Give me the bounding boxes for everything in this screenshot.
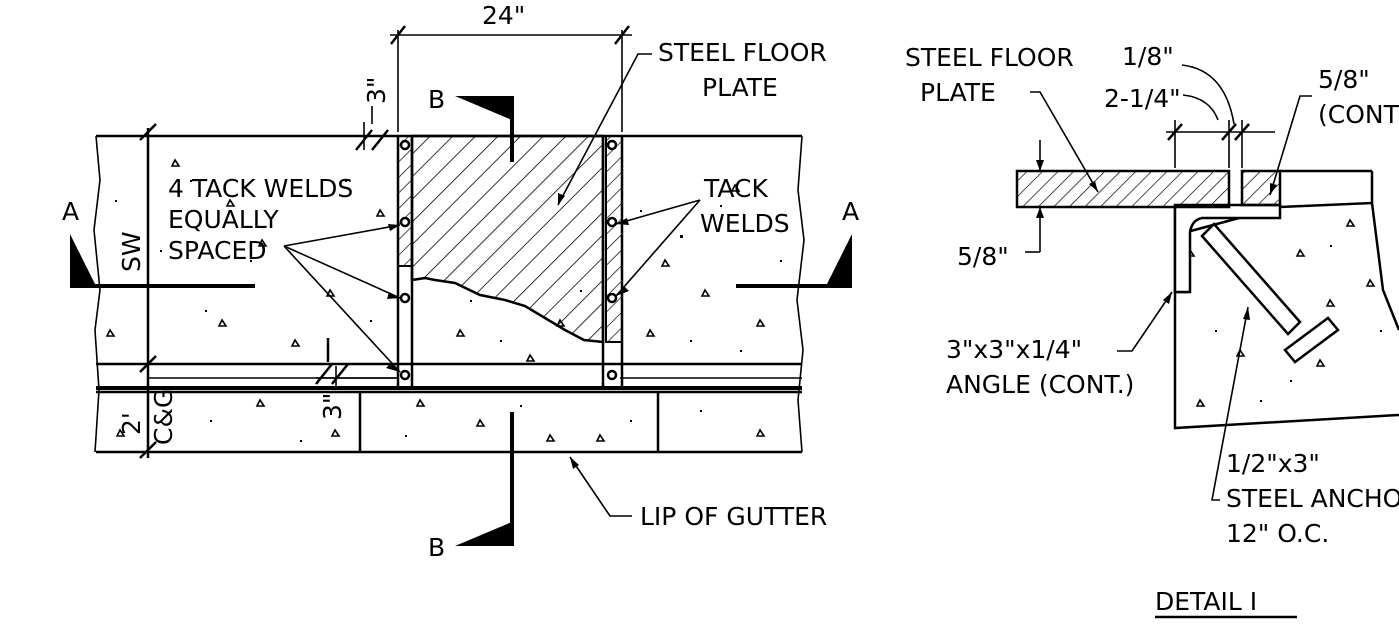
detail-anchor-line-2: STEEL ANCHO [1226, 484, 1399, 513]
top-gap-label: 3" [362, 77, 391, 104]
detail-anchor-line-3: 12" O.C. [1226, 519, 1329, 548]
tack-left-line-1: 4 TACK WELDS [168, 174, 353, 203]
section-a-left-label: A [62, 197, 79, 226]
detail-angle-line-2: ANGLE (CONT.) [946, 370, 1134, 399]
steel-plate-line-1: STEEL FLOOR [658, 38, 827, 67]
tack-weld-dots [399, 139, 618, 381]
detail-plate-line-1: STEEL FLOOR [905, 43, 1074, 72]
bottom-gap-dimension: 3" [315, 338, 398, 420]
section-a-left: A [62, 197, 255, 288]
tack-right-line-1: TACK [703, 174, 768, 203]
detail-dim-two-quarter: 2-1/4" [1104, 84, 1181, 113]
width-dimension: 24" [390, 1, 632, 132]
steel-floor-plate [410, 134, 605, 344]
width-dim-label: 24" [482, 1, 525, 30]
tack-weld-label-left: 4 TACK WELDS EQUALLY SPACED [168, 174, 401, 373]
steel-plate-line-2: PLATE [702, 73, 778, 102]
detail-title: DETAIL I [1155, 587, 1257, 616]
curb-dim-label: 2' [117, 412, 146, 435]
gutter-lip-text: LIP OF GUTTER [640, 502, 827, 531]
tack-left-line-2: EQUALLY [168, 205, 279, 234]
detail-steel-plate [1015, 169, 1231, 209]
steel-plate-label: STEEL FLOOR PLATE [557, 38, 827, 206]
tack-weld-label-right: TACK WELDS [615, 174, 790, 297]
curb-stipple [115, 398, 766, 442]
detail-dim-cont-line-1: 5/8" [1318, 65, 1370, 94]
top-gap-dimension: 3" [355, 77, 398, 151]
detail-dim-five-eighth-thk: 5/8" [957, 242, 1009, 271]
section-b-bottom: B [428, 412, 514, 562]
detail-plate-line-2: PLATE [920, 78, 996, 107]
detail-section: 1/8" 2-1/4" 5/8" 5/8" (CONT STEEL FLOOR … [905, 42, 1399, 619]
detail-angle [1173, 203, 1282, 294]
sidewalk-slab [93, 128, 805, 458]
section-b-top: B [428, 85, 514, 162]
bottom-gap-label: 3" [318, 393, 347, 420]
sidewalk-label: SW [117, 231, 146, 272]
plan-view: 24" 3" 3" SW 2' C&G [62, 1, 859, 562]
tack-right-line-2: WELDS [700, 209, 790, 238]
sidewalk-dimension: SW 2' C&G [117, 123, 178, 459]
detail-dim-cont-line-2: (CONT [1318, 100, 1399, 129]
section-b-top-label: B [428, 85, 445, 114]
detail-anchor-line-1: 1/2"x3" [1226, 449, 1320, 478]
section-b-bottom-label: B [428, 533, 445, 562]
detail-dimensions [1025, 64, 1275, 253]
curb-gutter-label: C&G [149, 389, 178, 445]
detail-anchor [1200, 222, 1340, 364]
detail-dim-eighth: 1/8" [1122, 42, 1174, 71]
tack-left-line-3: SPACED [168, 236, 267, 265]
section-a-right-label: A [842, 197, 859, 226]
section-a-right: A [736, 197, 859, 288]
detail-angle-line-1: 3"x3"x1/4" [946, 335, 1082, 364]
gutter-lip-label: LIP OF GUTTER [569, 456, 827, 531]
